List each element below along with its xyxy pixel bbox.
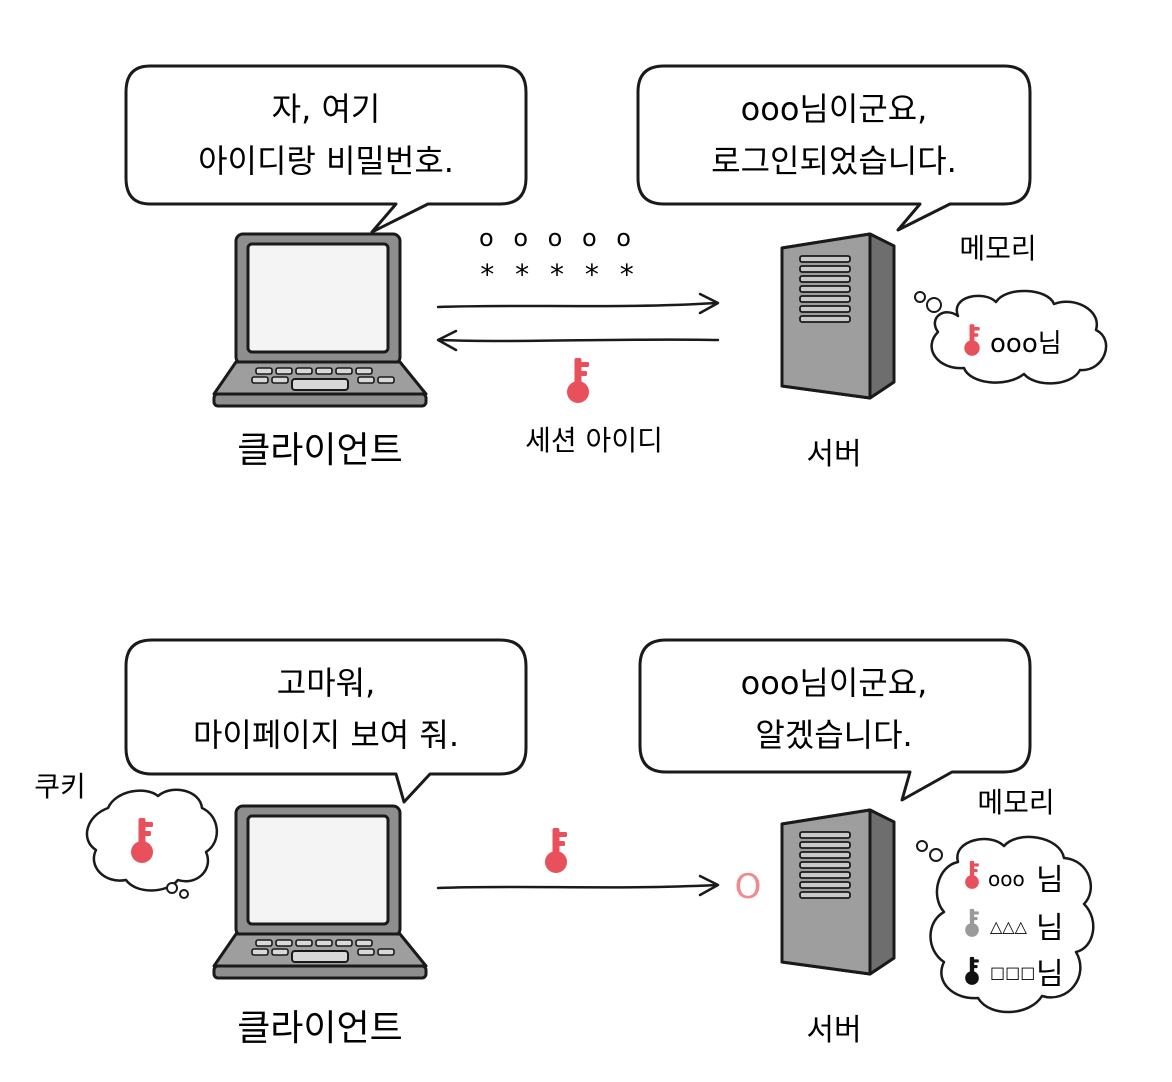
session-key-icon xyxy=(567,358,589,403)
memory-entry-2-suffix: 님 xyxy=(1036,911,1064,946)
memory-thought-cloud: ooo님 xyxy=(914,289,1108,385)
client-speech-line-1-2: 고마워, xyxy=(277,664,376,702)
server-label: 서버 xyxy=(806,437,861,472)
client-label: 클라이언트 xyxy=(237,430,403,471)
credentials-id: o o o o o xyxy=(479,224,637,252)
memory-entry-2-user: △△△ xyxy=(990,917,1028,936)
panel-login: 자, 여기 아이디랑 비밀번호. ooo님이군요, 로그인되었습니다. 클라이언… xyxy=(124,64,1108,472)
panel-mypage: 고마워, 마이페이지 보여 줘. ooo님이군요, 알겠습니다. 쿠키 클라이언… xyxy=(34,638,1095,1049)
memory-label: 메모리 xyxy=(959,232,1036,265)
match-mark: O xyxy=(735,867,762,907)
server-tower-icon-2 xyxy=(780,808,896,976)
memory-entry-3-suffix: 님 xyxy=(1036,957,1064,992)
sent-key-icon xyxy=(545,828,567,873)
server-tower-icon xyxy=(780,232,896,400)
memory-entry: ooo님 xyxy=(990,329,1062,359)
cookie-label: 쿠키 xyxy=(34,770,86,803)
request-arrow-2 xyxy=(436,874,720,897)
memory-entry-row-2: △△△ 님 xyxy=(965,908,1064,946)
memory-entry-row-1: ooo 님 xyxy=(965,860,1064,898)
response-arrow xyxy=(436,329,720,352)
memory-thought-cloud-2: ooo 님 △△△ 님 □□□ 님 xyxy=(916,835,1095,1014)
memory-entry-1-user: ooo xyxy=(988,867,1025,891)
client-speech-line-1: 자, 여기 xyxy=(272,90,381,128)
server-speech-line-1: ooo님이군요, xyxy=(741,90,928,128)
client-speech-line-2: 아이디랑 비밀번호. xyxy=(198,142,454,180)
credentials-password: * * * * * xyxy=(480,258,640,291)
client-label-2: 클라이언트 xyxy=(237,1008,403,1049)
server-speech-bubble: ooo님이군요, 로그인되었습니다. xyxy=(636,64,1032,232)
client-laptop-icon xyxy=(212,232,428,408)
server-speech-line-2-2: 알겠습니다. xyxy=(755,716,912,754)
server-speech-line-2: 로그인되었습니다. xyxy=(711,142,957,180)
memory-label-2: 메모리 xyxy=(977,786,1054,819)
server-speech-bubble-2: ooo님이군요, 알겠습니다. xyxy=(638,638,1032,802)
request-arrow xyxy=(436,292,720,315)
client-laptop-icon-2 xyxy=(212,804,428,980)
client-speech-bubble-2: 고마워, 마이페이지 보여 줘. xyxy=(124,638,528,804)
cookie-thought-cloud xyxy=(85,788,219,899)
server-speech-line-1-2: ooo님이군요, xyxy=(741,664,928,702)
server-label-2: 서버 xyxy=(806,1013,861,1048)
client-speech-line-2-2: 마이페이지 보여 줘. xyxy=(193,716,459,754)
memory-entry-1-suffix: 님 xyxy=(1036,863,1064,898)
client-speech-bubble: 자, 여기 아이디랑 비밀번호. xyxy=(124,64,528,234)
memory-entry-3-user: □□□ xyxy=(990,963,1035,982)
session-id-label: 세션 아이디 xyxy=(525,424,663,457)
memory-entry-row-3: □□□ 님 xyxy=(965,956,1064,992)
